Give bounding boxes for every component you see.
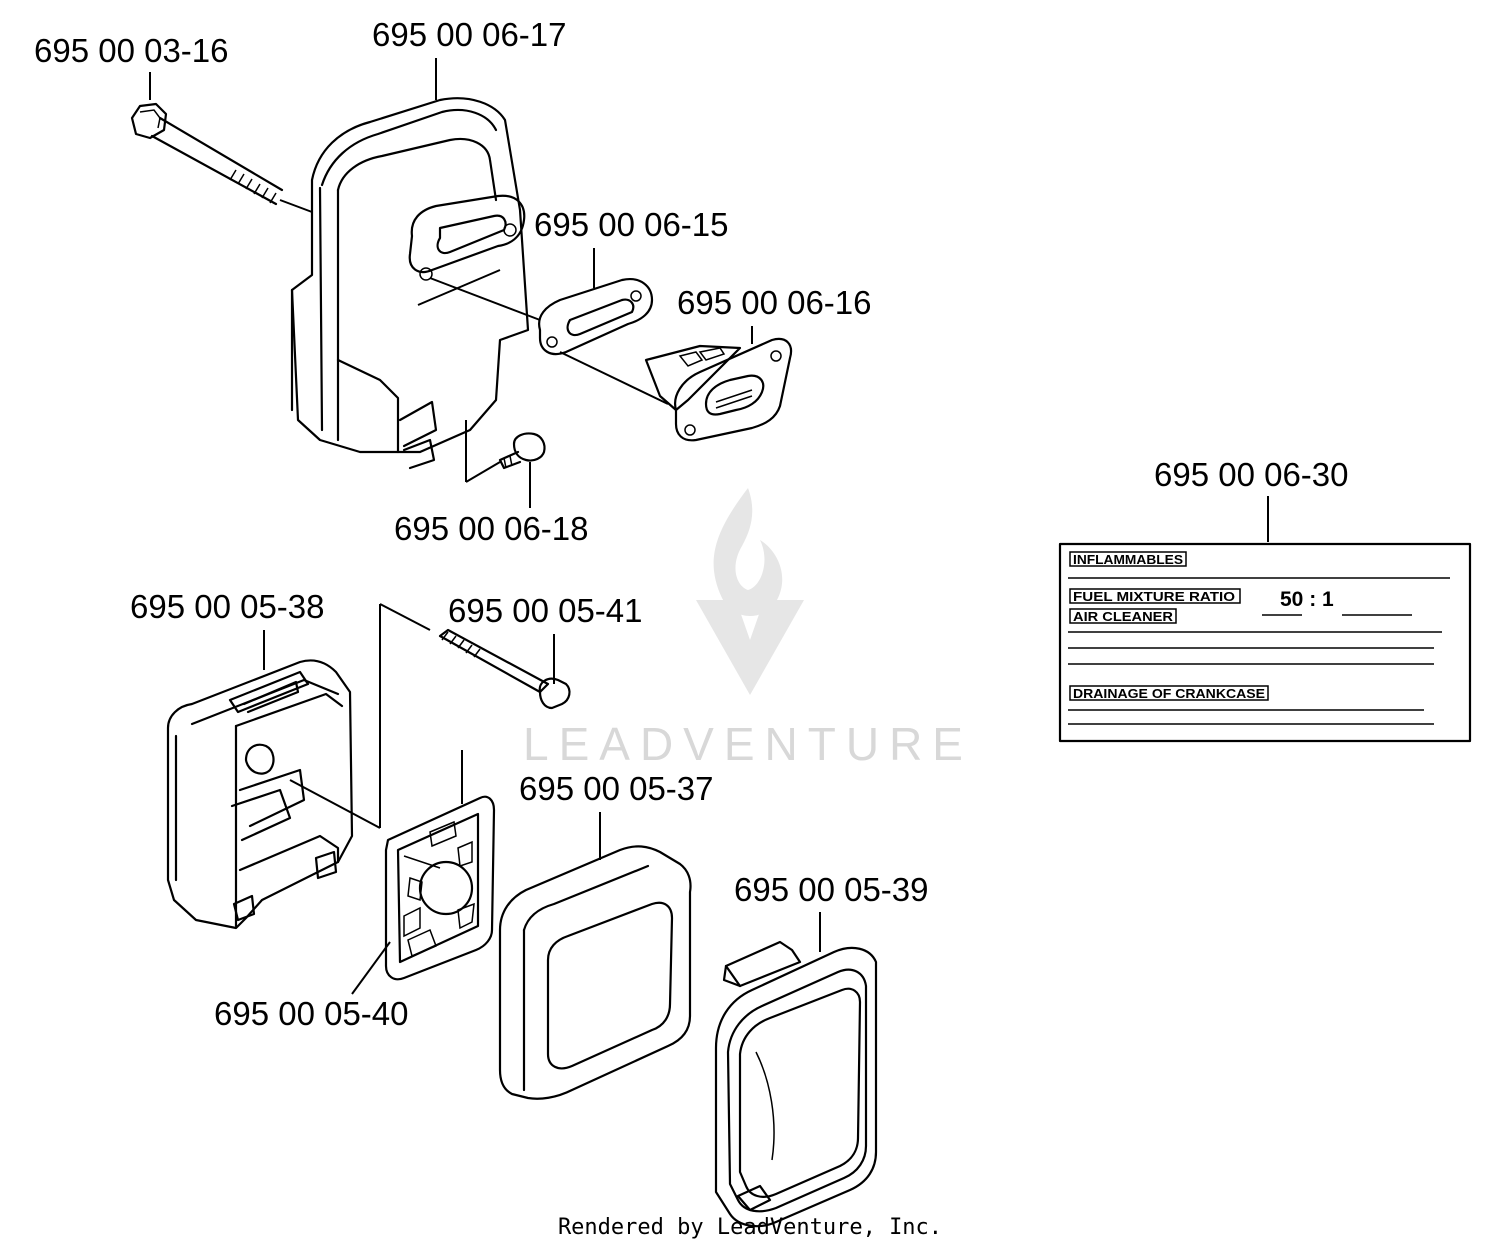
- part-label-695-00-05-38[interactable]: 695 00 05-38: [130, 588, 325, 625]
- watermark-v-icon: [696, 600, 804, 695]
- footer-credit: Rendered by LeadVenture, Inc.: [558, 1215, 942, 1240]
- part-label-695-00-06-18[interactable]: 695 00 06-18: [394, 510, 589, 547]
- decal-drainage-of-crankcase: DRAINAGE OF CRANKCASE: [1073, 686, 1265, 701]
- gasket[interactable]: [429, 248, 669, 405]
- air-filter-element[interactable]: [498, 812, 692, 1100]
- air-filter-cover[interactable]: [714, 912, 878, 1228]
- part-label-695-00-06-17[interactable]: 695 00 06-17: [372, 16, 567, 53]
- decal-air-cleaner: AIR CLEANER: [1073, 609, 1174, 624]
- watermark-flame-icon: [713, 488, 783, 616]
- part-label-695-00-05-40[interactable]: 695 00 05-40: [214, 995, 409, 1032]
- air-filter-plate[interactable]: [351, 750, 496, 995]
- leadventure-watermark: LEADVENTURE: [523, 488, 973, 770]
- decal-fuel-mixture-ratio: FUEL MIXTURE RATIO: [1073, 589, 1235, 604]
- part-label-695-00-03-16[interactable]: 695 00 03-16: [34, 32, 229, 69]
- muffler-bolt[interactable]: [130, 72, 313, 213]
- part-label-695-00-05-37[interactable]: 695 00 05-37: [519, 770, 714, 807]
- air-filter-bolt[interactable]: [438, 628, 571, 710]
- decal[interactable]: INFLAMMABLES FUEL MIXTURE RATIO 50 : 1 A…: [1058, 496, 1472, 743]
- part-label-695-00-06-30[interactable]: 695 00 06-30: [1154, 456, 1349, 493]
- part-label-695-00-05-39[interactable]: 695 00 05-39: [734, 871, 929, 908]
- air-filter-holder[interactable]: [166, 603, 431, 930]
- decal-inflammables: INFLAMMABLES: [1073, 552, 1183, 567]
- part-label-695-00-06-16[interactable]: 695 00 06-16: [677, 284, 872, 321]
- muffler[interactable]: [290, 58, 530, 483]
- part-label-695-00-05-41[interactable]: 695 00 05-41: [448, 592, 643, 629]
- muffler-screw[interactable]: [498, 432, 546, 508]
- part-label-695-00-06-15[interactable]: 695 00 06-15: [534, 206, 729, 243]
- exhaust-flange[interactable]: [644, 326, 793, 442]
- watermark-text: LEADVENTURE: [523, 718, 973, 770]
- decal-ratio: 50 : 1: [1280, 588, 1334, 611]
